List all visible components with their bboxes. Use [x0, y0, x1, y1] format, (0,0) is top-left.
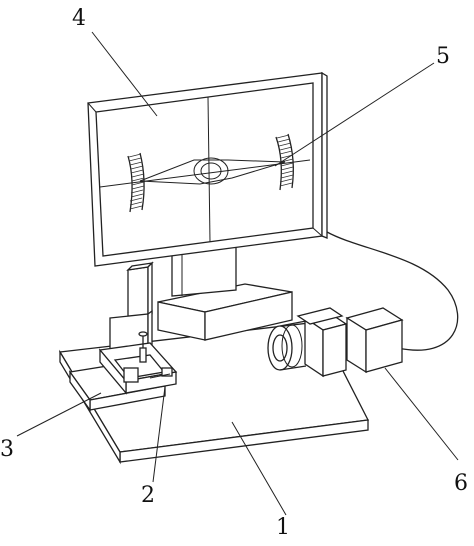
screen-measurement-graphic	[99, 96, 311, 243]
leader-lines	[16, 31, 459, 516]
callout-6: 6	[454, 471, 468, 496]
camera-cable	[326, 231, 459, 351]
callout-1: 1	[276, 515, 290, 540]
callout-3: 3	[0, 437, 14, 462]
adjustment-stage	[98, 331, 178, 395]
callout-5: 5	[436, 44, 450, 69]
camera-assembly	[267, 307, 404, 378]
callout-4: 4	[72, 6, 86, 31]
callout-2: 2	[141, 483, 155, 508]
monitor-stand	[157, 243, 293, 341]
left-scale-arc	[127, 152, 145, 213]
display-monitor	[87, 71, 328, 267]
